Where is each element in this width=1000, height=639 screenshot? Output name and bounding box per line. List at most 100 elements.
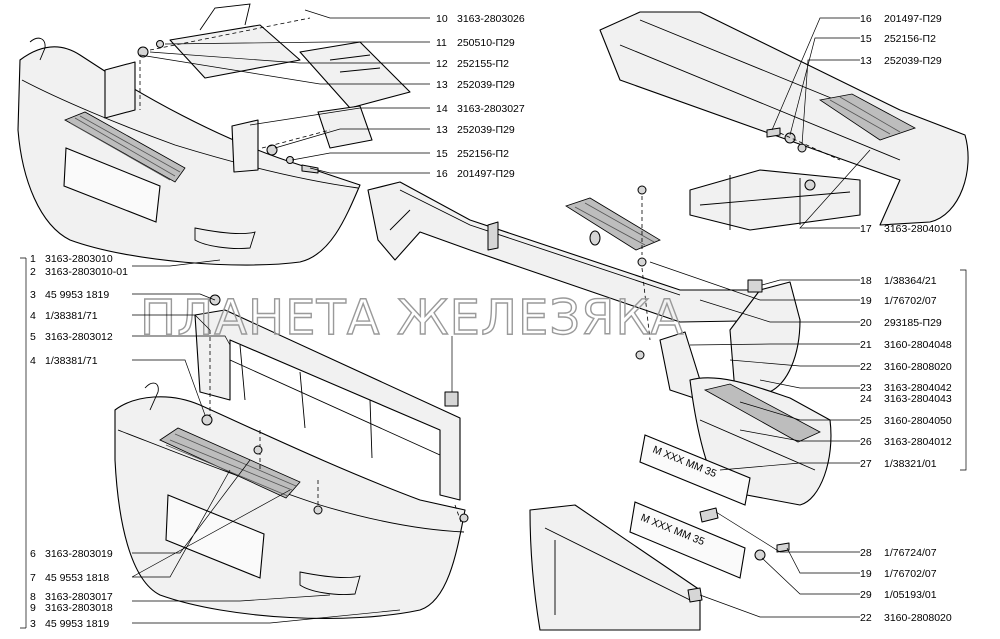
callout-right-8: 25 3160-2804050 — [860, 415, 952, 427]
callout-part-code: 3163-2803012 — [45, 331, 113, 343]
callouts-right-group: 17 3163-2804010 18 1/38364/21 19 1/76702… — [860, 223, 952, 470]
rear-fasteners-mid — [635, 185, 763, 360]
callout-number: 12 — [436, 58, 448, 70]
callout-left-bottom-0: 6 3163-2803019 — [30, 548, 113, 560]
callout-left-5: 4 1/38381/71 — [30, 355, 98, 367]
callout-right-bottom-1: 19 1/76702/07 — [860, 568, 937, 580]
rear-fasteners-top — [766, 127, 841, 161]
callouts-left-bottom-group: 6 3163-2803019 7 45 9553 1818 8 3163-280… — [30, 548, 113, 630]
callout-right-0: 17 3163-2804010 — [860, 223, 952, 235]
callout-number: 20 — [860, 317, 872, 329]
callout-top-5: 13 252039-П29 — [436, 124, 515, 136]
license-plate-bracket — [529, 504, 790, 631]
callout-part-code: 252039-П29 — [457, 124, 515, 136]
callout-right-top-1: 15 252156-П2 — [860, 33, 936, 45]
watermark: ПЛАНЕТА ЖЕЛЕЗЯКА — [140, 290, 684, 346]
callout-number: 26 — [860, 436, 872, 448]
callout-top-3: 13 252039-П29 — [436, 79, 515, 91]
callout-top-2: 12 252155-П2 — [436, 58, 509, 70]
callout-number: 22 — [860, 361, 872, 373]
callout-part-code: 1/76702/07 — [884, 568, 937, 580]
callout-number: 8 — [30, 591, 36, 603]
callout-part-code: 45 9953 1819 — [45, 618, 109, 630]
callout-right-top-0: 16 201497-П29 — [860, 13, 942, 25]
callout-right-4: 21 3160-2804048 — [860, 339, 952, 351]
callout-part-code: 1/38321/01 — [884, 458, 937, 470]
callout-number: 6 — [30, 548, 36, 560]
callout-right-6: 23 3163-2804042 — [860, 382, 952, 394]
callouts-left-group: 1 3163-2803010 2 3163-2803010-01 3 45 99… — [30, 253, 128, 367]
callout-part-code: 1/76724/07 — [884, 547, 937, 559]
callout-number: 16 — [860, 13, 872, 25]
callout-number: 16 — [436, 168, 448, 180]
callout-part-code: 250510-П29 — [457, 37, 515, 49]
callout-number: 11 — [436, 37, 447, 49]
callout-part-code: 252156-П2 — [884, 33, 936, 45]
callout-number: 4 — [30, 310, 36, 322]
callout-part-code: 293185-П29 — [884, 317, 942, 329]
callout-part-code: 3163-2804042 — [884, 382, 952, 394]
callout-part-code: 45 9553 1818 — [45, 572, 109, 584]
callout-left-1: 2 3163-2803010-01 — [30, 266, 128, 278]
callout-number: 13 — [436, 124, 448, 136]
callout-right-9: 26 3163-2804012 — [860, 436, 952, 448]
rear-bumper-assembled — [599, 11, 969, 231]
callout-part-code: 1/76702/07 — [884, 295, 937, 307]
callout-number: 3 — [30, 289, 36, 301]
callout-right-2: 19 1/76702/07 — [860, 295, 937, 307]
callout-number: 3 — [30, 618, 36, 630]
callout-number: 27 — [860, 458, 872, 470]
callout-part-code: 3163-2803019 — [45, 548, 113, 560]
callout-number: 15 — [436, 148, 448, 160]
callout-number: 4 — [30, 355, 36, 367]
callout-left-2: 3 45 9953 1819 — [30, 289, 109, 301]
callout-right-7: 24 3163-2804043 — [860, 393, 952, 405]
callout-right-10: 27 1/38321/01 — [860, 458, 937, 470]
callout-left-0: 1 3163-2803010 — [30, 253, 113, 265]
callout-number: 22 — [860, 612, 872, 624]
callouts-top-group: 10 3163-2803026 11 250510-П29 12 252155-… — [436, 13, 525, 180]
callout-part-code: 3163-2803010-01 — [45, 266, 128, 278]
front-bumper-frame — [194, 309, 463, 526]
callout-number: 18 — [860, 275, 872, 287]
callout-number: 25 — [860, 415, 872, 427]
callout-part-code: 3163-2804012 — [884, 436, 952, 448]
callout-right-bottom-3: 22 3160-2808020 — [860, 612, 952, 624]
callout-number: 10 — [436, 13, 448, 25]
callout-part-code: 3163-2804010 — [884, 223, 952, 235]
callout-part-code: 3163-2803018 — [45, 602, 113, 614]
callout-part-code: 3160-2804048 — [884, 339, 952, 351]
callout-part-code: 201497-П29 — [457, 168, 515, 180]
callout-number: 5 — [30, 331, 36, 343]
callout-part-code: 1/38381/71 — [45, 355, 98, 367]
callout-part-code: 3163-2804043 — [884, 393, 952, 405]
callout-part-code: 1/38381/71 — [45, 310, 98, 322]
callout-part-code: 252039-П29 — [457, 79, 515, 91]
callout-number: 29 — [860, 589, 872, 601]
callout-part-code: 201497-П29 — [884, 13, 942, 25]
callout-number: 19 — [860, 568, 872, 580]
callout-left-4: 5 3163-2803012 — [30, 331, 113, 343]
callout-left-bottom-1: 7 45 9553 1818 — [30, 572, 109, 584]
callouts-right-bottom-group: 28 1/76724/07 19 1/76702/07 29 1/05193/0… — [860, 547, 952, 624]
callout-number: 28 — [860, 547, 872, 559]
rear-bumper-end — [659, 281, 832, 506]
callout-right-bottom-0: 28 1/76724/07 — [860, 547, 937, 559]
callout-number: 7 — [30, 572, 36, 584]
callout-right-bottom-2: 29 1/05193/01 — [860, 589, 937, 601]
callout-right-3: 20 293185-П29 — [860, 317, 942, 329]
front-bumper-assembled — [17, 37, 361, 266]
front-bracket-lower — [231, 105, 373, 174]
callout-part-code: 3163-2803027 — [457, 103, 525, 115]
callout-part-code: 1/05193/01 — [884, 589, 937, 601]
callout-number: 24 — [860, 393, 872, 405]
callout-right-top-2: 13 252039-П29 — [860, 55, 942, 67]
callout-part-code: 3163-2803017 — [45, 591, 113, 603]
callout-part-code: 3163-2803010 — [45, 253, 113, 265]
callout-part-code: 1/38364/21 — [884, 275, 937, 287]
callout-part-code: 252156-П2 — [457, 148, 509, 160]
callout-left-bottom-3: 9 3163-2803018 — [30, 602, 113, 614]
callout-top-4: 14 3163-2803027 — [436, 103, 525, 115]
callout-number: 15 — [860, 33, 872, 45]
